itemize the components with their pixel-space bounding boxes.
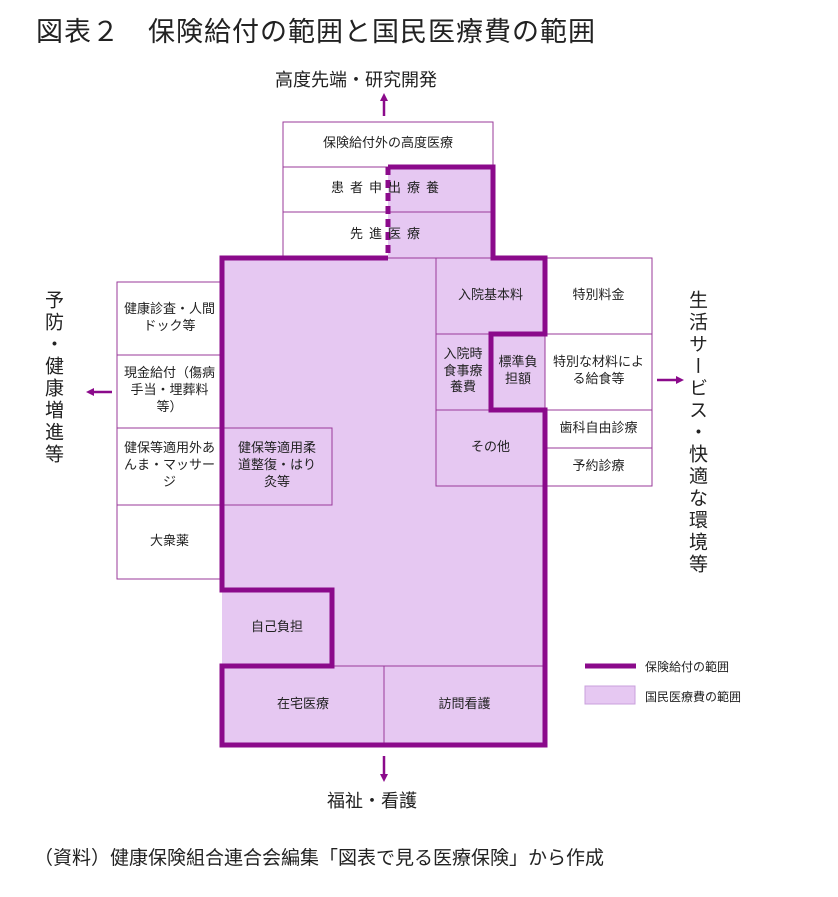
cell-massage-outside: 健保等適用外あんま・マッサージ — [123, 441, 215, 490]
figure-title: 図表２ 保険給付の範囲と国民医療費の範囲 — [36, 17, 596, 48]
cell-special-material: 特別な材料による給食等 — [552, 355, 644, 387]
cell-self-pay: 自己負担 — [250, 619, 303, 635]
direction-right-label: 生活サービス・快適な環境等 — [686, 290, 708, 576]
cell-cash-benefit: 現金給付（傷病手当・埋葬料等） — [123, 366, 215, 415]
cell-reserved-visit: 予約診療 — [572, 458, 625, 474]
cell-other: その他 — [470, 439, 510, 455]
direction-left-label: 予防・健康増進等 — [42, 290, 64, 466]
cell-otc-drugs: 大衆薬 — [149, 533, 189, 549]
cell-home-medical: 在宅医療 — [276, 697, 329, 713]
cell-inpatient-meal: 入院時食事療養費 — [443, 346, 483, 396]
cell-hospital-basic: 入院基本料 — [457, 287, 523, 303]
legend-benefit-scope: 保険給付の範囲 — [645, 660, 730, 674]
cell-advanced-medical: 先進医療 — [349, 226, 426, 242]
judo-cell-fill — [222, 428, 332, 505]
national-cost-region — [222, 167, 545, 745]
direction-bottom-label: 福祉・看護 — [327, 791, 417, 812]
cell-high-advanced: 保険給付外の高度医療 — [322, 136, 453, 152]
cell-health-check: 健康診査・人間ドック等 — [123, 301, 215, 334]
direction-top-label: 高度先端・研究開発 — [275, 70, 437, 91]
benefit-scope-line — [219, 164, 548, 748]
cell-standard-burden: 標準負担額 — [498, 355, 538, 387]
source-note: （資料）健康保険組合連合会編集「図表で見る医療保険」から作成 — [34, 847, 605, 869]
cell-visit-nursing: 訪問看護 — [438, 697, 491, 713]
cell-judo-acupuncture: 健保等適用柔道整復・はり灸等 — [237, 441, 316, 490]
legend-fill-swatch — [584, 685, 636, 705]
cell-patient-request: 患者申出療養 — [330, 181, 445, 197]
legend-national-cost-scope: 国民医療費の範囲 — [645, 690, 742, 704]
cell-dental-free: 歯科自由診療 — [559, 420, 638, 436]
cell-special-fee: 特別料金 — [572, 287, 625, 303]
direction-arrows — [86, 93, 684, 782]
